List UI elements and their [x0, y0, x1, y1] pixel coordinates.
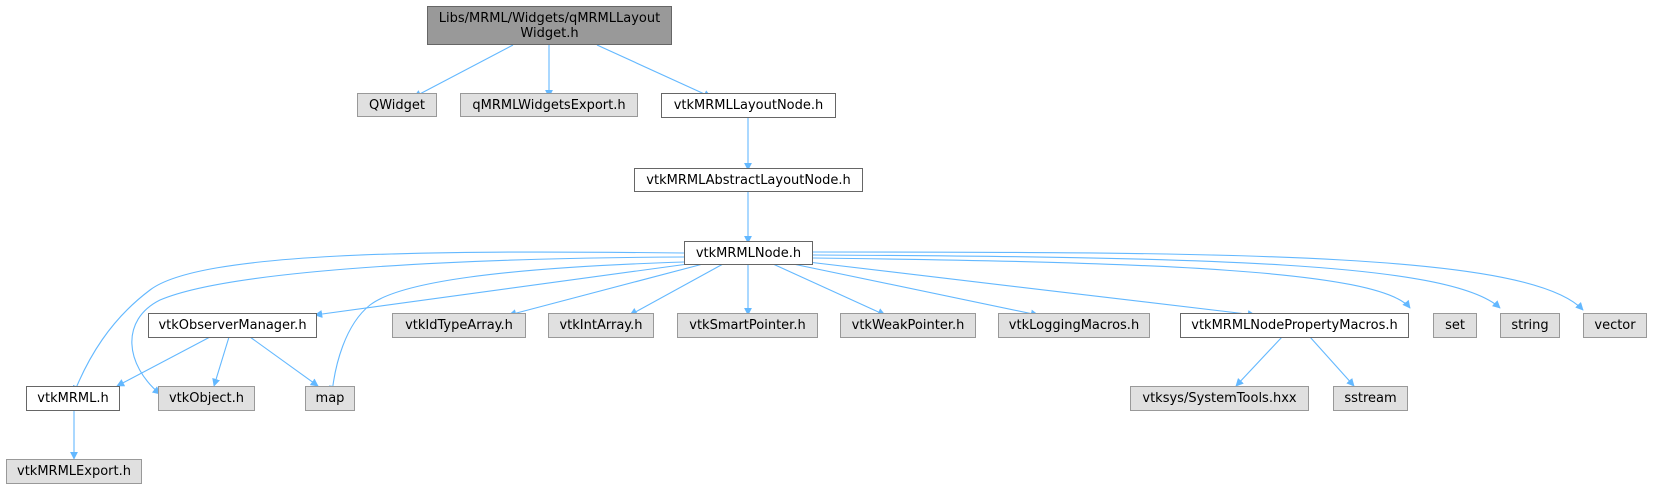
- node-mrmlexport: vtkMRMLExport.h: [6, 459, 142, 484]
- node-vector: vector: [1583, 313, 1647, 338]
- edge-mrmlnode-nodepropertymacros: [807, 261, 1256, 319]
- edge-mrmlnode-idtypearray: [508, 263, 704, 318]
- node-sstream-label: sstream: [1344, 391, 1397, 406]
- node-abstractlayoutnode-label: vtkMRMLAbstractLayoutNode.h: [646, 172, 851, 188]
- edge-observermanager-map: [249, 336, 319, 387]
- node-abstractlayoutnode[interactable]: vtkMRMLAbstractLayoutNode.h: [634, 168, 863, 192]
- edge-mrmlnode-observermanager: [314, 263, 689, 318]
- edge-root-layoutnode: [596, 44, 712, 98]
- node-weakpointer: vtkWeakPointer.h: [840, 313, 976, 338]
- node-mrmlnode[interactable]: vtkMRMLNode.h: [684, 241, 813, 265]
- edge-mrmlnode-weakpointer: [772, 263, 886, 316]
- node-systemtools-label: vtksys/SystemTools.hxx: [1142, 391, 1297, 406]
- node-sstream: sstream: [1333, 386, 1408, 411]
- node-layoutnode[interactable]: vtkMRMLLayoutNode.h: [661, 93, 836, 118]
- edge-mrmlnode-set: [812, 257, 1411, 309]
- edge-mrmlnode-loggingmacros: [792, 263, 1039, 318]
- node-root-file-label: Libs/MRML/Widgets/qMRMLLayout Widget.h: [438, 10, 661, 41]
- edge-nodepropertymacros-sstream: [1309, 336, 1355, 387]
- node-loggingmacros: vtkLoggingMacros.h: [998, 313, 1150, 338]
- node-qwidget-label: QWidget: [368, 97, 425, 113]
- node-weakpointer-label: vtkWeakPointer.h: [851, 318, 965, 333]
- node-observermanager-label: vtkObserverManager.h: [158, 318, 307, 333]
- node-set: set: [1433, 313, 1477, 338]
- node-qwidget: QWidget: [357, 93, 437, 117]
- node-mrmlnode-label: vtkMRMLNode.h: [695, 245, 802, 261]
- node-loggingmacros-label: vtkLoggingMacros.h: [1008, 318, 1140, 333]
- node-vtkmrml[interactable]: vtkMRML.h: [26, 386, 120, 411]
- node-systemtools: vtksys/SystemTools.hxx: [1130, 386, 1309, 411]
- edge-mrmlnode-intarray: [629, 263, 724, 316]
- node-root-file[interactable]: Libs/MRML/Widgets/qMRMLLayout Widget.h: [427, 6, 672, 45]
- edge-observermanager-vtkmrml: [116, 336, 211, 387]
- node-nodepropertymacros[interactable]: vtkMRMLNodePropertyMacros.h: [1180, 313, 1409, 338]
- node-vtkobject-label: vtkObject.h: [168, 391, 245, 406]
- node-vtkobject: vtkObject.h: [158, 386, 255, 411]
- edge-mrmlnode-vector: [812, 251, 1584, 311]
- node-vtkmrml-label: vtkMRML.h: [37, 391, 109, 406]
- node-layoutnode-label: vtkMRMLLayoutNode.h: [673, 98, 824, 113]
- edge-mrmlnode-string: [812, 254, 1501, 309]
- node-observermanager[interactable]: vtkObserverManager.h: [148, 313, 317, 338]
- edge-root-qwidget: [413, 44, 514, 98]
- node-string-label: string: [1511, 318, 1549, 333]
- node-qmrmlwidgetsexport: qMRMLWidgetsExport.h: [460, 93, 638, 117]
- node-intarray: vtkIntArray.h: [548, 313, 654, 338]
- node-string: string: [1500, 313, 1560, 338]
- node-mrmlexport-label: vtkMRMLExport.h: [17, 464, 131, 479]
- node-map-label: map: [315, 391, 345, 406]
- node-nodepropertymacros-label: vtkMRMLNodePropertyMacros.h: [1191, 318, 1398, 333]
- node-smartpointer-label: vtkSmartPointer.h: [689, 318, 806, 333]
- node-qmrmlwidgetsexport-label: qMRMLWidgetsExport.h: [472, 97, 626, 113]
- edge-nodepropertymacros-systemtools: [1235, 336, 1283, 387]
- node-vector-label: vector: [1594, 318, 1636, 333]
- node-set-label: set: [1445, 318, 1465, 333]
- node-idtypearray: vtkIdTypeArray.h: [392, 313, 526, 338]
- edge-observermanager-vtkobject: [212, 336, 230, 387]
- node-smartpointer: vtkSmartPointer.h: [677, 313, 818, 338]
- node-intarray-label: vtkIntArray.h: [559, 318, 643, 333]
- node-idtypearray-label: vtkIdTypeArray.h: [405, 318, 513, 333]
- node-map: map: [305, 386, 355, 411]
